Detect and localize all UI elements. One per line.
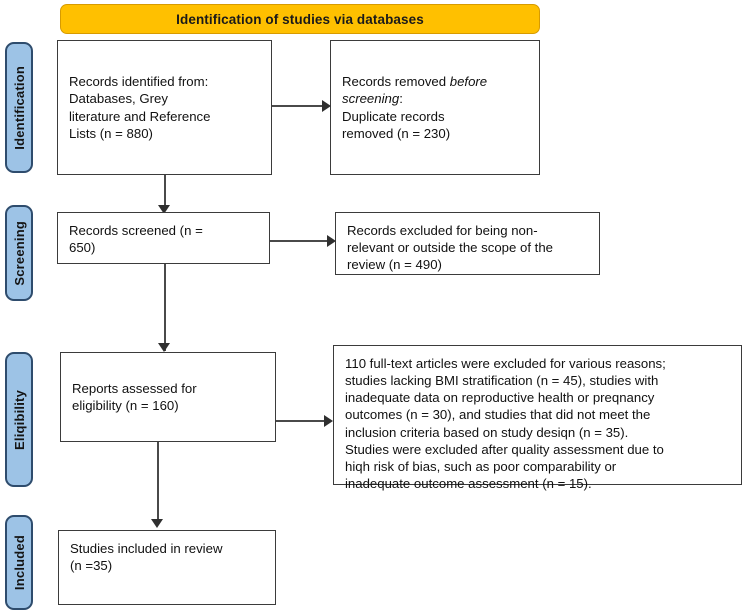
- connector-screened-to-assessed: [164, 264, 166, 351]
- stage-pill-identification: Identification: [5, 42, 33, 173]
- box-reports-excluded: 110 full-text articles were excluded for…: [333, 345, 742, 491]
- stage-pill-screening: Screening: [5, 205, 33, 301]
- box-records-removed-text: Records removed before screening: Duplic…: [331, 73, 539, 142]
- stage-pill-eligibility: Eliqibility: [5, 352, 33, 487]
- box-reports-assessed: Reports assessed for eligibility (n = 16…: [60, 352, 276, 442]
- box-records-removed: Records removed before screening: Duplic…: [330, 40, 540, 175]
- box-records-screened-text: Records screened (n = 650): [69, 223, 203, 256]
- box-reports-assessed-text: Reports assessed for eligibility (n = 16…: [72, 380, 197, 413]
- stage-pill-included: Included: [5, 515, 33, 610]
- connector-identified-to-screened: [164, 175, 166, 207]
- arrowhead-screened-to-assessed: [158, 343, 170, 352]
- connector-assessed-to-included: [157, 442, 159, 524]
- box-records-excluded: Records excluded for being non- relevant…: [335, 212, 600, 275]
- box-studies-included-text: Studies included in review (n =35): [70, 541, 223, 574]
- stage-label-eligibility: Eliqibility: [11, 389, 27, 450]
- records-removed-lead: Records removed: [342, 74, 450, 90]
- banner-identification-via-databases: Identification of studies via databases: [60, 4, 540, 34]
- arrowhead-identified-to-removed: [322, 100, 331, 112]
- arrowhead-assessed-to-excluded: [324, 415, 333, 427]
- box-reports-excluded-text: 110 full-text articles were excluded for…: [345, 356, 666, 492]
- arrowhead-screened-to-excluded: [327, 235, 336, 247]
- arrowhead-identified-to-screened: [158, 205, 170, 214]
- stage-label-identification: Identification: [11, 65, 27, 150]
- stage-label-screening: Screening: [11, 220, 27, 286]
- box-studies-included: Studies included in review (n =35): [58, 530, 276, 605]
- stage-label-included: Included: [11, 534, 27, 591]
- arrowhead-assessed-to-included: [151, 519, 163, 528]
- box-records-identified: Records identified from: Databases, Grey…: [57, 40, 272, 175]
- connector-identified-to-removed: [272, 105, 322, 107]
- connector-assessed-to-excluded: [276, 420, 324, 422]
- box-records-identified-text: Records identified from: Databases, Grey…: [69, 74, 211, 141]
- records-removed-emphasis: before screening: [342, 74, 488, 107]
- box-records-screened: Records screened (n = 650): [57, 212, 270, 264]
- box-records-excluded-text: Records excluded for being non- relevant…: [347, 223, 554, 273]
- connector-screened-to-excluded: [270, 240, 327, 242]
- records-removed-tail: : Duplicate records removed (n = 230): [342, 91, 451, 141]
